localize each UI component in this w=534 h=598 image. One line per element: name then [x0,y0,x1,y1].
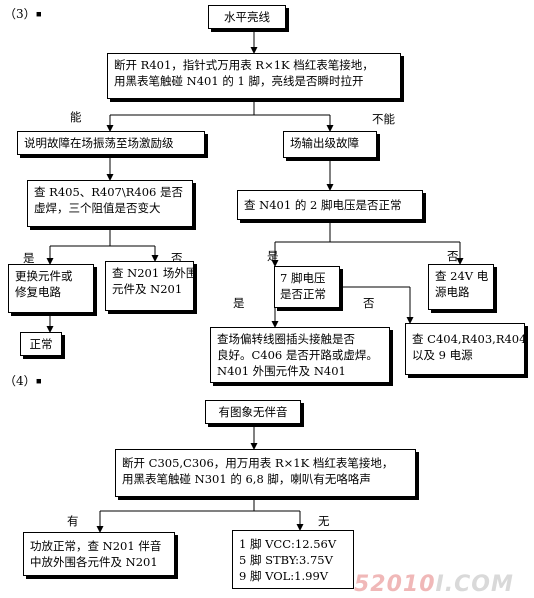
watermark-number: 52010 [354,572,436,597]
node-check-n201-field: 查 N201 场外围 元件及 N201 [105,261,198,311]
node-text-line-2: 是否正常 [280,287,326,301]
node-check-resistors: 查 R405、R407\R406 是否 虚焊，三个阻值是否变大 [27,180,193,227]
node-text-line-1: 断开 C305,C306，用万用表 R×1K 档红表笔接地， [122,456,394,470]
label-none: 无 [318,514,330,528]
node-text-line-3: 9 脚 VOL:1.99V [239,569,329,583]
node-text-line-2: 源电路 [435,285,470,299]
node-disconnect-c305: 断开 C305,C306，用万用表 R×1K 档红表笔接地， 用黑表笔触碰 N3… [115,449,416,497]
watermark-logo: 52010I.COM [354,572,514,597]
label-yes-left: 是 [23,251,35,265]
node-fault-oscillator-stage: 说明故障在场振荡至场激励级 [17,131,205,155]
node-text: 水平亮线 [224,10,270,24]
node-text: 场输出级故障 [290,136,359,150]
label-have: 有 [67,514,79,528]
label-no-pin7: 否 [363,296,375,310]
node-text: 正常 [29,337,53,351]
bullet-mark-icon: ▪ [35,9,42,20]
node-text-line-2: 元件及 N201 [112,282,183,296]
section-4-label: （4）▪ [4,374,42,388]
node-text-line-1: 功放正常，查 N201 伴音 [30,539,162,553]
node-horizontal-bright-line: 水平亮线 [208,5,286,29]
node-text-line-1: 7 脚电压 [280,271,326,285]
node-pin7-voltage: 7 脚电压 是否正常 [274,266,340,308]
node-text: 说明故障在场振荡至场激励级 [24,136,174,150]
node-text-line-2: 中放外围各元件及 N201 [30,555,158,569]
node-text-line-1: 查 24V 电 [435,269,489,283]
node-text-line-2: 用黑表笔触碰 N301 的 6,8 脚，喇叭有无咯咯声 [122,472,371,486]
node-text-line-1: 查 R405、R407\R406 是否 [34,185,184,199]
node-check-n401-pin2: 查 N401 的 2 脚电压是否正常 [237,190,423,220]
node-check-deflection-coil: 查场偏转线圈插头接触是否 良好。C406 是否开路或虚焊。 N401 外围元件及… [210,327,390,383]
node-text-line-2: 以及 9 电源 [412,348,473,362]
node-text-line-1: 更换元件或 [15,269,73,283]
bullet-mark-icon: ▪ [35,376,42,387]
node-check-24v-power: 查 24V 电 源电路 [428,264,494,310]
node-text-line-1: 查 N201 场外围 [112,266,198,280]
node-text-line-1: 查 C404,R403,R404 [412,332,527,346]
watermark-suffix: I.COM [435,572,514,597]
node-text-line-2: 虚焊，三个阻值是否变大 [34,201,161,215]
label-yes-right: 是 [267,249,279,263]
node-text-line-2: 用黑表笔触碰 N401 的 1 脚，亮线是否瞬时拉开 [114,74,364,88]
label-can: 能 [70,110,82,124]
label-no-right: 否 [447,249,459,263]
node-text-line-3: N401 外围元件及 N401 [217,364,346,378]
node-field-output-fault: 场输出级故障 [283,131,377,158]
node-normal: 正常 [20,332,62,356]
node-text-line-1: 1 脚 VCC:12.56V [239,537,337,551]
node-disconnect-r401: 断开 R401，指针式万用表 R×1K 档红表笔接地， 用黑表笔触碰 N401 … [107,53,401,99]
node-text-line-1: 查场偏转线圈插头接触是否 [217,332,355,346]
node-replace-components: 更换元件或 修复电路 [8,264,94,313]
node-amp-normal: 功放正常，查 N201 伴音 中放外围各元件及 N201 [23,532,175,576]
node-pin-voltages: 1 脚 VCC:12.56V 5 脚 STBY:3.75V 9 脚 VOL:1.… [232,530,354,589]
node-text-line-2: 5 脚 STBY:3.75V [239,553,333,567]
node-text-line-1: 断开 R401，指针式万用表 R×1K 档红表笔接地， [114,58,374,72]
node-text-line-2: 修复电路 [15,285,61,299]
label-no-left: 否 [171,251,183,265]
node-text: 查 N401 的 2 脚电压是否正常 [244,198,402,212]
node-picture-no-sound: 有图象无伴音 [205,400,301,424]
section-3-label: （3）▪ [4,7,42,21]
node-check-c404: 查 C404,R403,R404 以及 9 电源 [405,323,527,375]
label-cannot: 不能 [372,112,395,126]
label-yes-pin7: 是 [233,296,245,310]
node-text-line-2: 良好。C406 是否开路或虚焊。 [217,348,378,362]
node-text: 有图象无伴音 [218,405,288,419]
